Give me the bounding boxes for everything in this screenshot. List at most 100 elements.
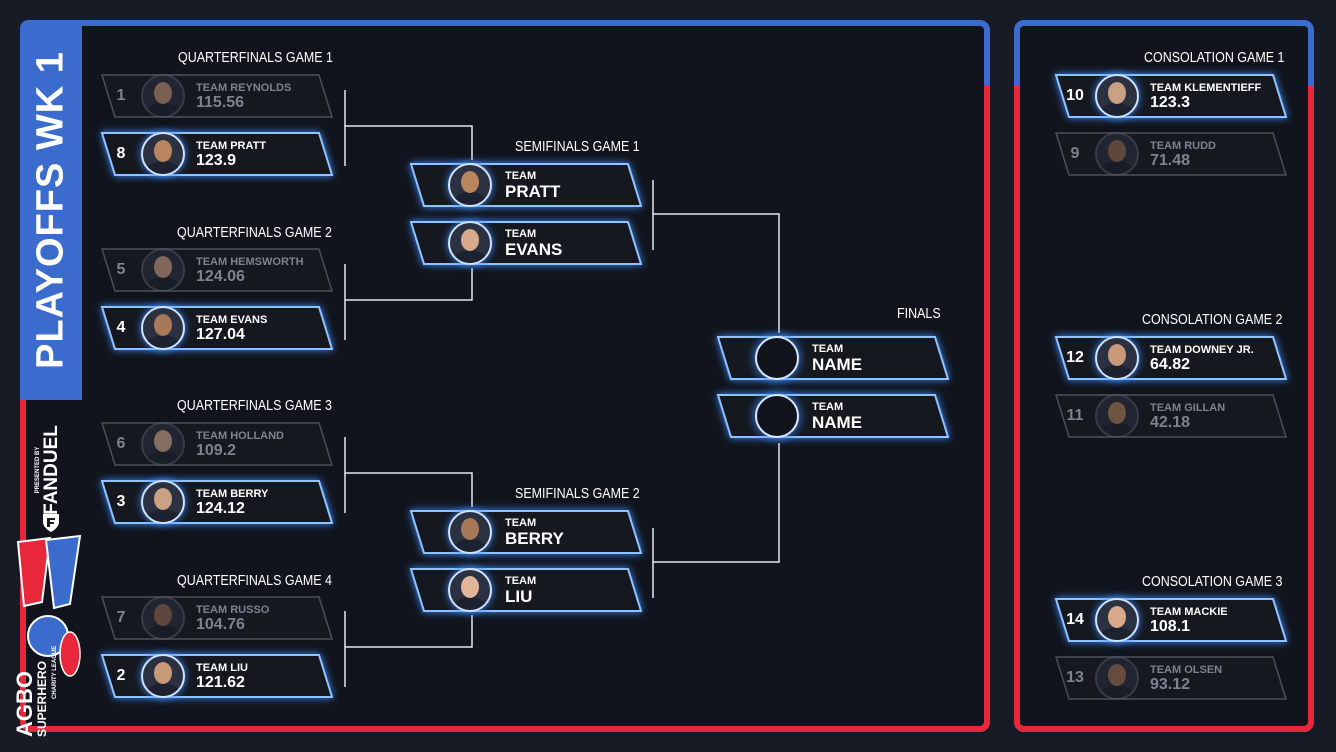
- seed-number: 8: [116, 145, 126, 162]
- cg3-title: CONSOLATION GAME 3: [1142, 574, 1283, 590]
- avatar: [1095, 598, 1139, 642]
- team-name: LIU: [505, 587, 533, 606]
- seed-number: 4: [116, 319, 126, 336]
- team-score: 71.48: [1150, 152, 1191, 169]
- avatar: [1095, 336, 1139, 380]
- team-name: TEAM EVANS: [196, 314, 268, 326]
- qf3-title: QUARTERFINALS GAME 3: [177, 398, 332, 414]
- fanduel-shield-icon: [43, 514, 59, 532]
- avatar: [448, 510, 492, 554]
- avatar: [141, 248, 185, 292]
- team-name: TEAM RUSSO: [196, 604, 270, 616]
- team-score: 123.3: [1150, 94, 1191, 111]
- team-score: 104.76: [196, 616, 245, 633]
- team-name: TEAM HOLLAND: [196, 430, 284, 442]
- avatar: [1095, 132, 1139, 176]
- avatar: [141, 596, 185, 640]
- team-name: TEAM HEMSWORTH: [196, 256, 304, 268]
- qf1-title: QUARTERFINALS GAME 1: [178, 50, 333, 66]
- avatar: [1095, 394, 1139, 438]
- empty-avatar: [755, 394, 799, 438]
- qf4-title: QUARTERFINALS GAME 4: [177, 573, 332, 589]
- avatar: [141, 422, 185, 466]
- seed-number: 3: [116, 493, 126, 510]
- seed-number: 11: [1066, 407, 1084, 424]
- avatar: [141, 132, 185, 176]
- league-logo: AGBO SUPERHERO CHARITY LEAGUE: [12, 534, 82, 737]
- team-name: TEAM OLSEN: [1150, 664, 1223, 676]
- seed-number: 7: [116, 609, 126, 626]
- avatar: [448, 568, 492, 612]
- seed-number: 1: [116, 87, 126, 104]
- team-name: TEAM LIU: [196, 662, 248, 674]
- banner: [20, 20, 82, 400]
- avatar: [141, 480, 185, 524]
- team-name: BERRY: [505, 529, 564, 548]
- seed-number: 6: [116, 435, 126, 452]
- team-score: 108.1: [1150, 618, 1191, 635]
- team-label: TEAM: [812, 401, 844, 413]
- sf1-title: SEMIFINALS GAME 1: [515, 139, 640, 155]
- empty-avatar: [755, 336, 799, 380]
- logo-text-superhero: SUPERHERO: [35, 661, 49, 737]
- avatar: [1095, 656, 1139, 700]
- seed-number: 2: [116, 667, 126, 684]
- avatar: [141, 306, 185, 350]
- avatar: [448, 163, 492, 207]
- team-name: TEAM GILLAN: [1150, 402, 1226, 414]
- team-label: TEAM: [812, 343, 844, 355]
- team-name: NAME: [812, 355, 863, 374]
- sf2-title: SEMIFINALS GAME 2: [515, 486, 640, 502]
- team-name: TEAM PRATT: [196, 140, 267, 152]
- team-name: TEAM RUDD: [1150, 140, 1216, 152]
- team-score: 124.12: [196, 500, 245, 517]
- team-score: 123.9: [196, 152, 237, 169]
- seed-number: 5: [116, 261, 126, 278]
- team-score: 93.12: [1150, 676, 1191, 693]
- cg2-team1-entry[interactable]: 12 TEAM DOWNEY JR.64.82: [1054, 336, 1288, 380]
- team-label: TEAM: [505, 517, 537, 529]
- team-score: 115.56: [196, 94, 245, 111]
- avatar: [141, 74, 185, 118]
- team-name: TEAM DOWNEY JR.: [1150, 344, 1254, 356]
- team-score: 64.82: [1150, 356, 1191, 373]
- team-score: 109.2: [196, 442, 237, 459]
- team-score: 124.06: [196, 268, 245, 285]
- seed-number: 13: [1066, 669, 1084, 686]
- cg2-title: CONSOLATION GAME 2: [1142, 312, 1283, 328]
- avatar: [448, 221, 492, 265]
- finals-title: FINALS: [897, 306, 941, 322]
- qf2-title: QUARTERFINALS GAME 2: [177, 225, 332, 241]
- team-label: TEAM: [505, 170, 537, 182]
- team-name: TEAM REYNOLDS: [196, 82, 292, 94]
- team-name: TEAM KLEMENTIEFF: [1150, 82, 1262, 94]
- team-score: 127.04: [196, 326, 245, 343]
- team-score: 121.62: [196, 674, 245, 691]
- sponsor-name: FANDUEL: [41, 425, 62, 515]
- team-label: TEAM: [505, 575, 537, 587]
- team-name: PRATT: [505, 182, 561, 201]
- seed-number: 12: [1066, 349, 1084, 366]
- avatar: [1095, 74, 1139, 118]
